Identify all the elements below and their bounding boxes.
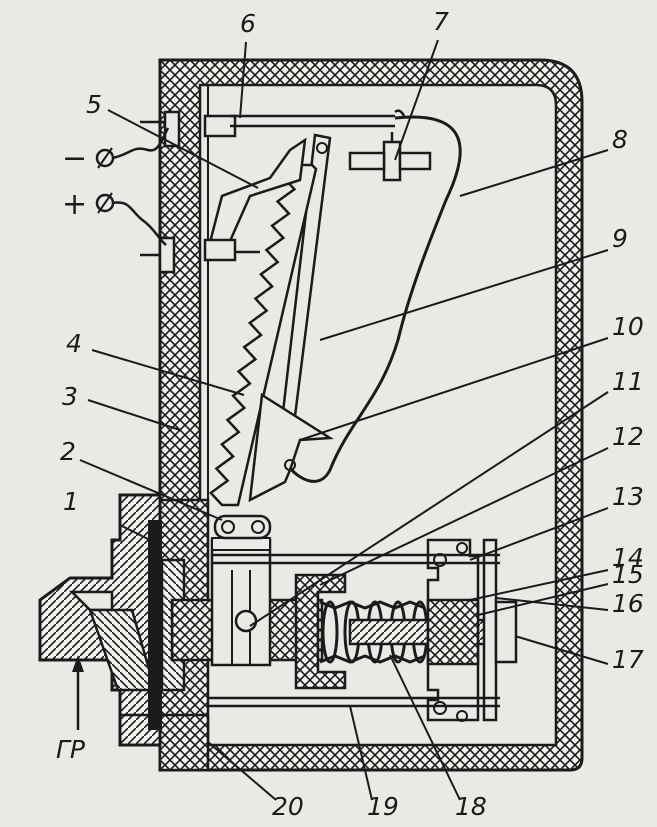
part-label-2: 2	[60, 437, 76, 466]
hinge-link	[213, 514, 272, 540]
part-label-12: 12	[612, 422, 644, 451]
leader-line-13	[469, 507, 609, 561]
terminal-minus	[95, 147, 115, 169]
leader-line-7	[394, 39, 439, 161]
lower-terminal	[140, 236, 260, 274]
spring-cup	[294, 573, 347, 690]
leader-line-2	[79, 459, 223, 521]
part-label-4: 4	[66, 329, 82, 358]
part-label-8: 8	[612, 125, 628, 154]
part-label-3: 3	[62, 382, 78, 411]
leader-line-5	[107, 109, 259, 189]
part-label-14: 14	[612, 543, 644, 572]
adjusting-nut	[426, 538, 480, 722]
part-label-11: 11	[612, 367, 644, 396]
part-label-18: 18	[455, 792, 487, 821]
pressure-arrow-label: ГР	[56, 735, 86, 764]
screw-head	[494, 600, 518, 664]
leader-line-17	[514, 635, 609, 665]
leader-line-14	[469, 569, 609, 601]
part-label-15: 15	[612, 560, 644, 589]
tie-rods	[120, 553, 500, 717]
flange-part-1	[38, 493, 162, 747]
leader-line-12	[319, 447, 609, 586]
terminal-plus	[95, 192, 115, 214]
part-label-1: 1	[63, 487, 79, 516]
part-label-5: 5	[86, 90, 102, 119]
part-label-10: 10	[612, 312, 644, 341]
leader-line-1	[119, 524, 151, 541]
leader-lines	[79, 39, 609, 801]
leader-line-10	[299, 337, 609, 441]
leader-line-3	[87, 399, 181, 431]
part-label-17: 17	[612, 645, 644, 674]
part-label-19: 19	[367, 792, 399, 821]
leader-line-6	[239, 41, 247, 119]
part-label-13: 13	[612, 482, 644, 511]
leader-line-8	[459, 149, 609, 197]
part-label-9: 9	[612, 224, 628, 253]
pressure-arrow	[72, 655, 84, 730]
leader-line-11	[249, 391, 609, 627]
leader-line-16	[495, 597, 609, 611]
flexible-lead	[288, 115, 462, 483]
leader-line-15	[477, 583, 609, 616]
part-label-16: 16	[612, 589, 644, 618]
serrated-plate	[208, 163, 318, 507]
leader-line-20	[207, 741, 277, 801]
leader-line-4	[91, 349, 245, 396]
polarity-plus: +	[62, 187, 87, 222]
leader-line-18	[389, 654, 461, 801]
polarity-minus: −	[62, 141, 87, 176]
fixed-contact	[348, 109, 432, 182]
part-label-20: 20	[272, 792, 304, 821]
leader-line-19	[349, 705, 373, 801]
part-label-6: 6	[240, 9, 256, 38]
part-label-7: 7	[433, 7, 449, 36]
end-plate	[482, 538, 498, 722]
top-bracket	[140, 110, 395, 148]
leader-line-9	[319, 249, 609, 341]
